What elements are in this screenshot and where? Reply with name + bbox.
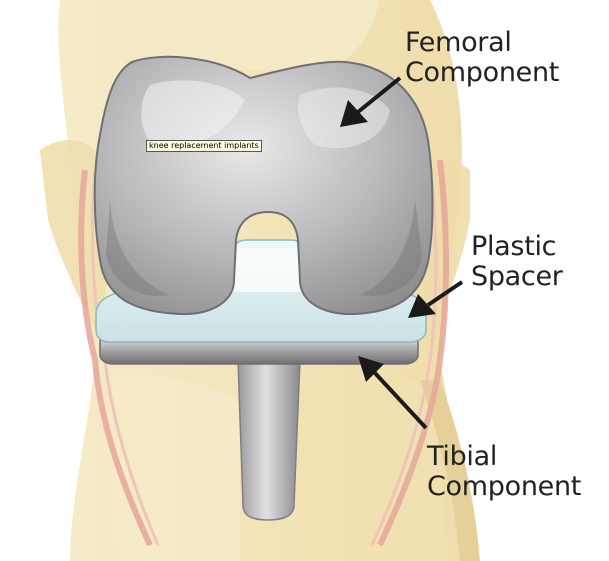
label-femoral-line2: Component (405, 58, 559, 88)
tibial-stem (238, 360, 300, 520)
label-tibial-line1: Tibial (427, 442, 581, 472)
label-plastic-spacer: Plastic Spacer (471, 232, 563, 292)
label-plastic-line1: Plastic (471, 232, 563, 262)
label-plastic-line2: Spacer (471, 262, 563, 292)
label-tibial-line2: Component (427, 472, 581, 502)
label-femoral-component: Femoral Component (405, 28, 559, 88)
label-femoral-line1: Femoral (405, 28, 559, 58)
label-tibial-component: Tibial Component (427, 442, 581, 502)
image-tooltip: knee replacement implants (146, 140, 262, 152)
